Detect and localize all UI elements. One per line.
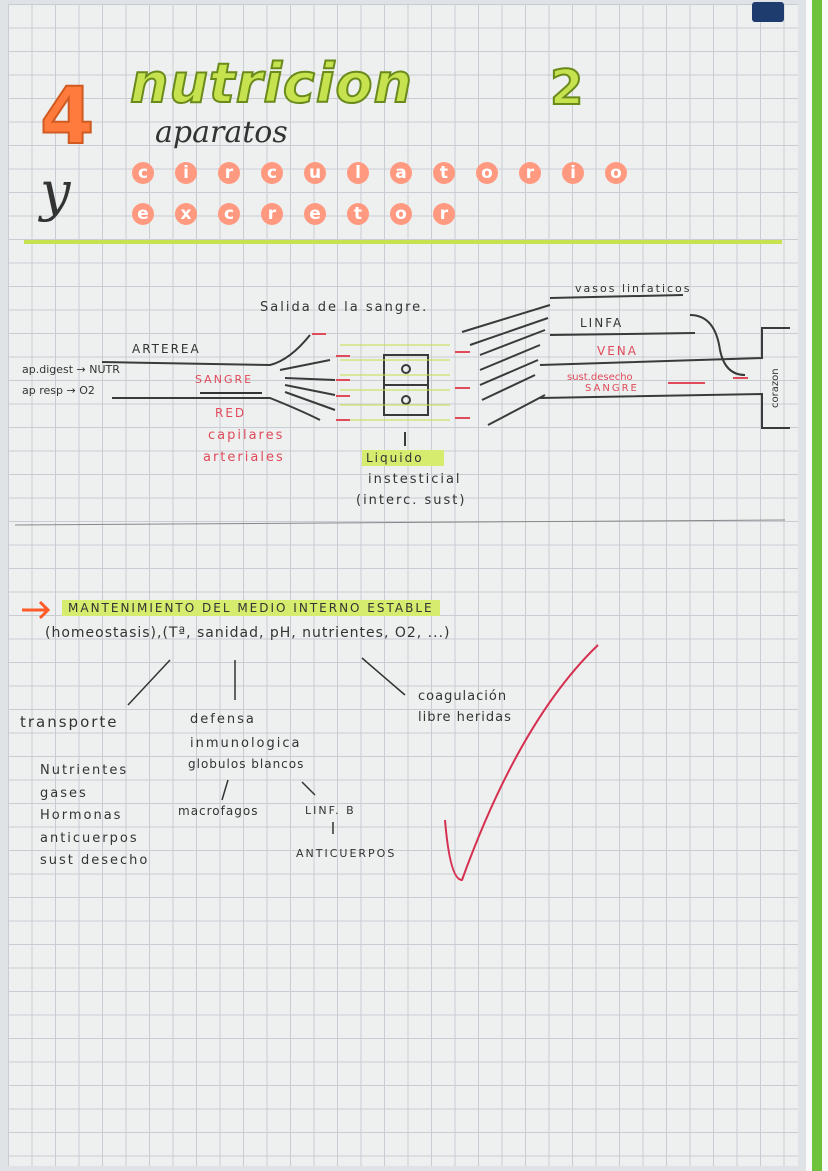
label-liquido: Liquido	[362, 450, 444, 466]
letter: t	[433, 162, 455, 184]
letter: c	[261, 162, 283, 184]
letter: r	[261, 203, 283, 225]
y-letter: y	[40, 160, 71, 223]
transporte-list: Nutrientes gases Hormonas anticuerpos su…	[40, 760, 149, 873]
letter: a	[390, 162, 412, 184]
page-title-number: 2	[549, 59, 584, 117]
list-item: anticuerpos	[40, 830, 139, 846]
label-sangre: SANGRE	[195, 373, 254, 386]
label-red: RED	[215, 406, 247, 420]
letter: r	[218, 162, 240, 184]
label-globulos: globulos blancos	[188, 757, 305, 771]
list-item: Nutrientes	[40, 763, 129, 778]
label-vena: VENA	[597, 344, 638, 358]
label-sust-desecho: sust.desecho	[567, 372, 633, 383]
list-item: Hormonas	[40, 808, 123, 823]
divider-line	[24, 240, 782, 244]
letter: c	[218, 203, 240, 225]
label-macrofagos: macrofagos	[178, 804, 259, 818]
letter: r	[433, 203, 455, 225]
section-heading: MANTENIMIENTO DEL MEDIO INTERNO ESTABLE	[62, 600, 440, 616]
letter: e	[304, 203, 326, 225]
label-libre-heridas: libre heridas	[418, 710, 512, 725]
label-capilares: capilares	[208, 428, 285, 443]
letter: c	[132, 162, 154, 184]
letter: x	[175, 203, 197, 225]
unit-number: 4	[39, 71, 95, 163]
label-linf-b: LINF. B	[305, 804, 356, 817]
letter: e	[132, 203, 154, 225]
letter: i	[562, 162, 584, 184]
label-arteriales: arteriales	[203, 450, 285, 465]
label-salida: Salida de la sangre.	[260, 300, 429, 315]
label-anticuerpos: ANTICUERPOS	[296, 847, 397, 860]
letter: o	[476, 162, 498, 184]
letter: i	[175, 162, 197, 184]
label-arterea: ARTEREA	[132, 342, 201, 356]
label-ap-resp: ap resp → O2	[22, 384, 95, 397]
letter: o	[390, 203, 412, 225]
notebook-page	[8, 4, 798, 1166]
label-corazon: corazon	[770, 368, 781, 408]
list-item: sust desecho	[40, 853, 150, 868]
label-inmunologica: inmunologica	[190, 736, 302, 751]
page-title: nutricion	[129, 51, 413, 116]
label-transporte: transporte	[20, 713, 119, 731]
blue-tab	[752, 2, 784, 22]
subtitle: aparatos	[155, 115, 288, 150]
label-instesticial: instesticial	[368, 472, 462, 487]
label-interc: (interc. sust)	[356, 493, 467, 508]
label-vasos: vasos linfaticos	[575, 282, 692, 295]
label-defensa: defensa	[190, 712, 256, 727]
letter: o	[605, 162, 627, 184]
label-sangre-2: SANGRE	[585, 383, 639, 394]
label-ap-digest: ap.digest → NUTR	[22, 363, 120, 376]
letter: t	[347, 203, 369, 225]
letter: l	[347, 162, 369, 184]
list-item: gases	[40, 785, 88, 801]
label-coagulacion: coagulación	[418, 689, 508, 704]
section-subheading: (homeostasis),(Tª, sanidad, pH, nutrient…	[45, 625, 451, 641]
letter: u	[304, 162, 326, 184]
label-linfa: LINFA	[580, 316, 624, 330]
green-folder-edge	[812, 0, 822, 1171]
letter: r	[519, 162, 541, 184]
